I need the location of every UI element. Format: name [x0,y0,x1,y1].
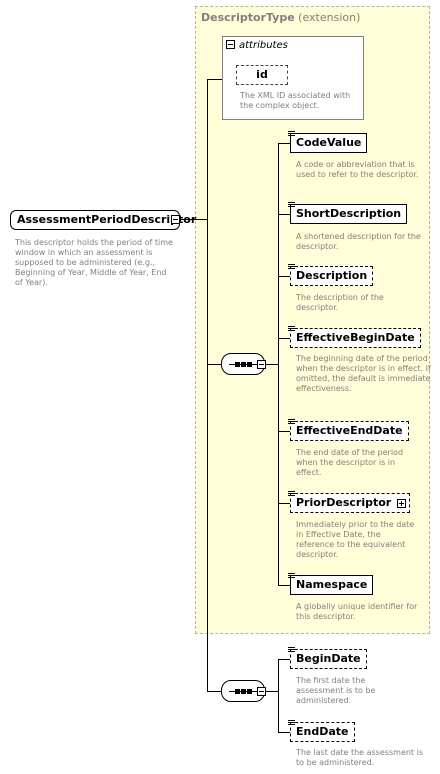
connector-line [266,691,278,692]
connector-line [278,214,290,215]
element-description: Immediately prior to the date in Effecti… [296,520,415,559]
connector-line [207,79,222,80]
connector-line [278,143,290,144]
element-shortdescription[interactable]: ShortDescription [287,202,408,224]
element-priordescriptor[interactable]: PriorDescriptor [287,491,411,513]
root-description: This descriptor holds the period of time… [15,238,173,287]
element-codevalue[interactable]: CodeValue [287,131,368,153]
element-namespace[interactable]: Namespace [287,573,374,595]
collapse-icon[interactable] [257,687,266,696]
sequence-compositor[interactable] [221,353,265,375]
element-description: The beginning date of the period when th… [296,354,431,393]
element-description: The last date the assessment is to be ad… [296,748,423,767]
connector-line [278,585,290,586]
connector-line [278,431,290,432]
element-description: The first date the assessment is to be a… [296,676,376,705]
connector-line [278,659,290,660]
connector-line [278,503,290,504]
connector-line [278,659,279,732]
connector-line [278,732,290,733]
connector-line [207,364,222,365]
attribute-id-description: The XML ID associated with the complex o… [240,91,351,110]
sequence-compositor[interactable] [221,680,265,702]
extension-suffix: (extension) [298,11,361,24]
element-effectivebegindate[interactable]: EffectiveBeginDate [288,326,421,348]
extension-title: DescriptorType (extension) [201,11,360,24]
connector-line [278,276,290,277]
connector-line [278,143,279,585]
element-description: A shortened description for the descript… [296,232,421,251]
element-description: The description of the descriptor. [296,293,384,312]
connector-line [207,79,208,691]
attribute-id[interactable]: id [236,65,288,85]
element-description: The end date of the period when the desc… [296,448,404,477]
connector-line [266,364,278,365]
element-enddate[interactable]: EndDate [288,720,355,742]
connector-line [278,338,290,339]
element-description: A code or abbreviation that is used to r… [296,160,419,179]
root-element[interactable]: AssessmentPeriodDescriptor [10,210,196,230]
connector-line [207,691,222,692]
element-description-node[interactable]: Description [287,264,374,286]
collapse-icon[interactable] [257,360,266,369]
element-begindate[interactable]: BeginDate [288,647,367,669]
connector-line [180,219,208,220]
element-effectiveenddate[interactable]: EffectiveEndDate [288,419,409,441]
element-description: A globally unique identifier for this de… [296,602,418,621]
expand-icon[interactable] [397,499,407,508]
collapse-icon[interactable] [171,215,180,224]
attributes-heading: attributes [226,40,288,51]
collapse-icon[interactable] [226,40,235,49]
extension-type-name: DescriptorType [201,11,295,24]
